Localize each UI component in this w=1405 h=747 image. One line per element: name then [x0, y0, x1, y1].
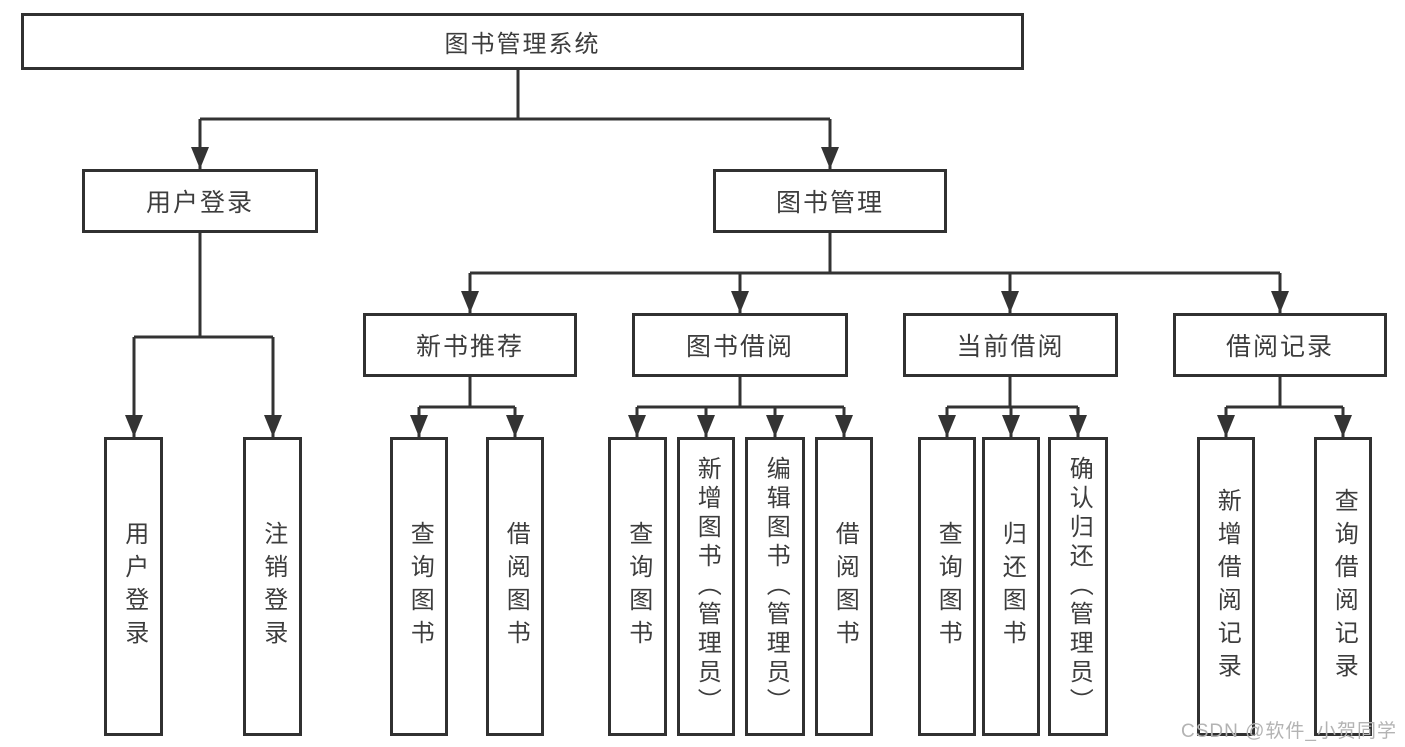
leaf-query-books-1: 查询图书	[390, 437, 448, 736]
leaf-query-books-3: 查询图书	[918, 437, 976, 736]
leaf-confirm-return-admin: 确认归还（管理员）	[1048, 437, 1108, 736]
node-book-management-label: 图书管理	[775, 189, 884, 217]
leaf-edit-book-admin: 编辑图书（管理员）	[745, 437, 805, 736]
leaf-confirm-return-admin-label: 确认归还（管理员）	[1065, 456, 1093, 717]
node-user-login-label: 用户登录	[145, 189, 254, 217]
leaf-add-book-admin: 新增图书（管理员）	[677, 437, 735, 736]
leaf-add-borrow-record: 新增借阅记录	[1197, 437, 1255, 736]
node-book-management: 图书管理	[713, 169, 947, 233]
trunk-user-login	[134, 233, 273, 339]
node-book-borrow-label: 图书借阅	[685, 333, 794, 361]
leaf-user-login-label: 用户登录	[120, 520, 148, 653]
leaf-logout: 注销登录	[243, 437, 302, 736]
node-book-borrow: 图书借阅	[632, 313, 848, 377]
node-new-book-recommend-label: 新书推荐	[415, 333, 524, 361]
trunk-borrow-records	[1226, 377, 1343, 409]
node-user-login: 用户登录	[82, 169, 318, 233]
node-current-borrow-label: 当前借阅	[956, 333, 1065, 361]
leaf-borrow-books-2: 借阅图书	[815, 437, 873, 736]
leaf-add-borrow-record-label: 新增借阅记录	[1213, 487, 1241, 686]
leaf-return-book-label: 归还图书	[998, 520, 1026, 653]
trunk-book-management	[470, 233, 1280, 275]
leaf-query-books-1-label: 查询图书	[406, 520, 434, 653]
trunk-current-borrow	[947, 377, 1078, 409]
trunk-book-borrow	[637, 377, 844, 409]
node-root-label: 图书管理系统	[444, 31, 601, 58]
leaf-edit-book-admin-label: 编辑图书（管理员）	[762, 456, 790, 717]
node-root: 图书管理系统	[21, 13, 1024, 70]
trunk-root	[200, 70, 830, 121]
csdn-watermark: CSDN @软件_小贺同学	[1181, 721, 1397, 742]
trunk-new-book-recommend	[419, 377, 515, 409]
leaf-add-book-admin-label: 新增图书（管理员）	[693, 456, 721, 717]
leaf-borrow-books-1-label: 借阅图书	[502, 520, 530, 653]
leaf-return-book: 归还图书	[982, 437, 1040, 736]
leaf-user-login: 用户登录	[104, 437, 163, 736]
leaf-borrow-books-1: 借阅图书	[486, 437, 544, 736]
leaf-query-books-2: 查询图书	[608, 437, 667, 736]
node-current-borrow: 当前借阅	[903, 313, 1118, 377]
leaf-borrow-books-2-label: 借阅图书	[831, 520, 859, 653]
leaf-query-borrow-record-label: 查询借阅记录	[1330, 487, 1358, 686]
leaf-query-books-3-label: 查询图书	[934, 520, 962, 653]
leaf-logout-label: 注销登录	[259, 520, 287, 653]
leaf-query-borrow-record: 查询借阅记录	[1314, 437, 1372, 736]
node-new-book-recommend: 新书推荐	[363, 313, 577, 377]
node-borrow-records-label: 借阅记录	[1225, 333, 1334, 361]
node-borrow-records: 借阅记录	[1173, 313, 1387, 377]
leaf-query-books-2-label: 查询图书	[624, 520, 652, 653]
